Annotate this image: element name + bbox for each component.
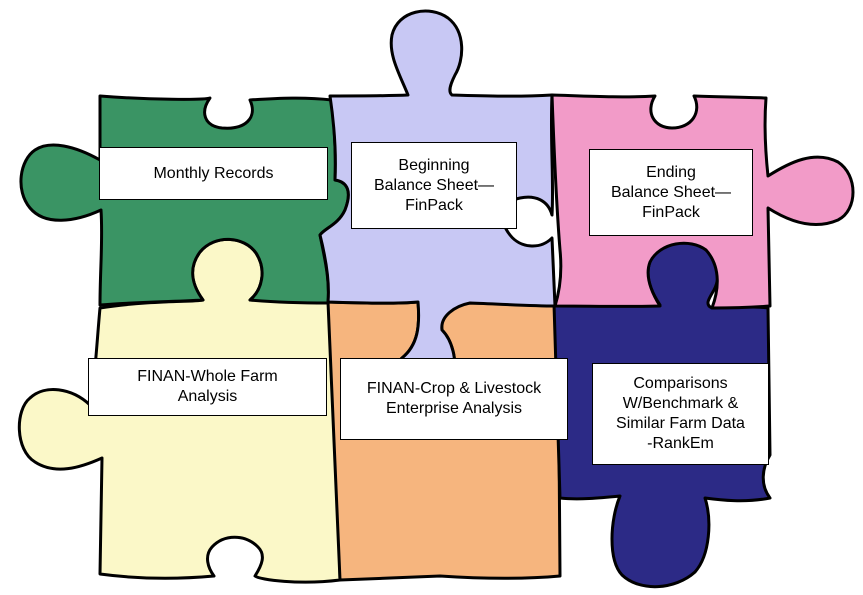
label-ending-balance-sheet: Ending Balance Sheet— FinPack	[589, 149, 753, 236]
piece-monthly-shape	[19, 94, 350, 307]
piece-monthly	[19, 94, 350, 307]
label-enterprise-analysis: FINAN-Crop & Livestock Enterprise Analys…	[340, 358, 568, 440]
label-whole-farm-analysis: FINAN-Whole Farm Analysis	[88, 358, 327, 416]
label-comparisons-benchmark: Comparisons W/Benchmark & Similar Farm D…	[592, 363, 769, 465]
label-monthly-records: Monthly Records	[99, 147, 328, 200]
label-beginning-balance-sheet: Beginning Balance Sheet— FinPack	[351, 142, 517, 229]
